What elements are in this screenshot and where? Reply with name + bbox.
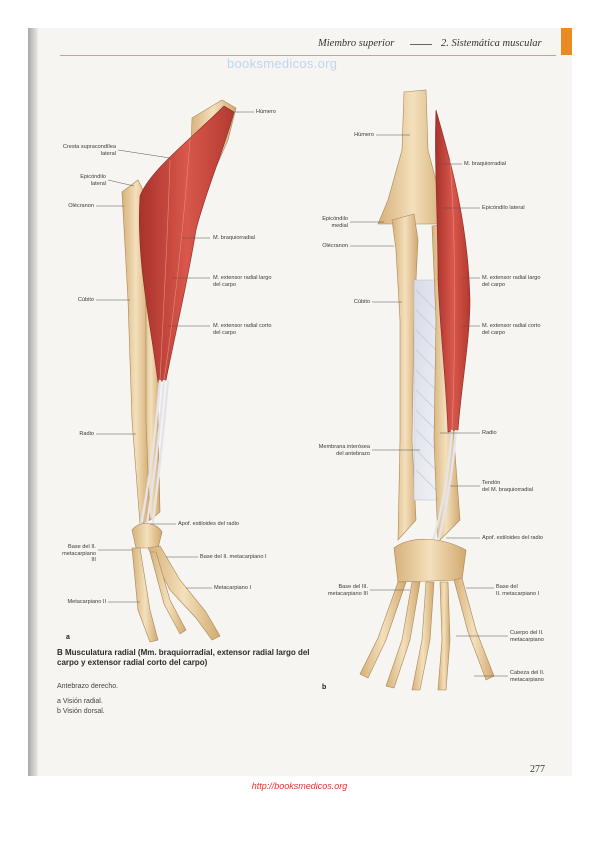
label-b-cuerpo: Cuerpo del II. metacarpiano — [510, 630, 544, 643]
label-b-base-iii: Base del III. metacarpiano III — [327, 584, 368, 597]
label-a-braquiorradial: M. braquiorradial — [213, 235, 255, 241]
header-dash — [410, 44, 432, 45]
figure-caption-item-b: b Visión dorsal. — [57, 708, 105, 715]
label-a-apof-estiloides: Apof. estiloides del radio — [178, 521, 239, 527]
figure-b-carpals — [393, 538, 467, 583]
watermark-text: booksmedicos.org — [227, 56, 338, 71]
label-a-humero: Húmero — [256, 109, 276, 115]
header-section: Miembro superior — [318, 38, 395, 49]
figure-b-finger-3 — [411, 581, 435, 691]
figure-a-tendons — [138, 379, 170, 531]
label-a-olecranon: Olécranon — [68, 203, 94, 209]
label-a-ext-largo: M. extensor radial largo del carpo — [213, 275, 272, 288]
figure-caption-subtitle: Antebrazo derecho. — [57, 683, 119, 690]
label-a-metacarpiano-i: Metacarpiano I — [214, 585, 252, 591]
label-b-braquiorradial: M. braquiorradial — [464, 161, 506, 167]
figure-b-finger-2 — [385, 581, 421, 689]
label-b-cabeza: Cabeza del II. metacarpiano — [510, 670, 545, 683]
figure-b-ulna — [391, 213, 419, 541]
label-a-radio: Radio — [79, 431, 94, 437]
label-a-cresta: Cresta supracondílea lateral — [62, 144, 116, 157]
figure-a-muscle — [139, 105, 235, 383]
figure-b-finger-1 — [359, 581, 407, 679]
label-b-ext-largo: M. extensor radial largo del carpo — [482, 275, 541, 288]
label-a-base-ii: Base del II. metacarpiano III — [62, 544, 96, 564]
label-b-ext-corto: M. extensor radial corto del carpo — [482, 323, 541, 336]
figure-a-letter: a — [66, 634, 70, 641]
header-chapter: 2. Sistemática muscular — [441, 38, 542, 49]
label-b-tendon: Tendón del M. braquiorradial — [482, 480, 533, 493]
label-b-base-ii: Base del II. metacarpiano I — [496, 584, 540, 597]
label-a-ext-corto: M. extensor radial corto del carpo — [213, 323, 272, 336]
label-b-cubito: Cúbito — [353, 299, 370, 305]
figure-b-finger-4 — [437, 581, 451, 691]
label-b-epicondilo-lateral: Epicóndilo lateral — [482, 205, 525, 211]
figure-b-muscle — [435, 109, 471, 433]
label-b-membrana: Membrana interósea del antebrazo — [318, 444, 370, 457]
figure-a-arm — [121, 99, 237, 643]
figure-caption-title: B Musculatura radial (Mm. braquiorradial… — [57, 648, 310, 667]
header-rule — [60, 55, 556, 56]
label-a-metacarpiano-ii: Metacarpiano II — [67, 599, 106, 605]
label-a-base-iii: Base del II. metacarpiano I — [200, 554, 267, 560]
figure-b-finger-5 — [453, 577, 495, 681]
figure-b-leader-lines — [350, 134, 508, 677]
label-b-humero: Húmero — [354, 132, 374, 138]
page-number: 277 — [530, 764, 545, 775]
page-gutter-shadow — [28, 28, 38, 776]
chapter-tab — [561, 28, 572, 55]
figure-caption-item-a: a Visión radial. — [57, 698, 103, 705]
label-b-apof-estiloides: Apof. estiloides del radio — [482, 535, 543, 541]
label-a-epicondilo: Epicóndilo lateral — [80, 174, 106, 187]
figure-a-carpals — [131, 523, 163, 549]
footer-link[interactable]: http://booksmedicos.org — [251, 781, 348, 791]
label-b-radio: Radio — [482, 430, 497, 436]
figure-b-arm — [359, 89, 495, 691]
label-b-olecranon: Olécranon — [322, 243, 348, 249]
figure-a-leader-lines — [96, 111, 254, 603]
label-a-cubito: Cúbito — [77, 297, 94, 303]
label-b-epicondilo-medial: Epicóndilo medial — [322, 216, 348, 229]
figure-a-metacarpals — [131, 547, 159, 643]
figure-b-letter: b — [322, 684, 327, 691]
